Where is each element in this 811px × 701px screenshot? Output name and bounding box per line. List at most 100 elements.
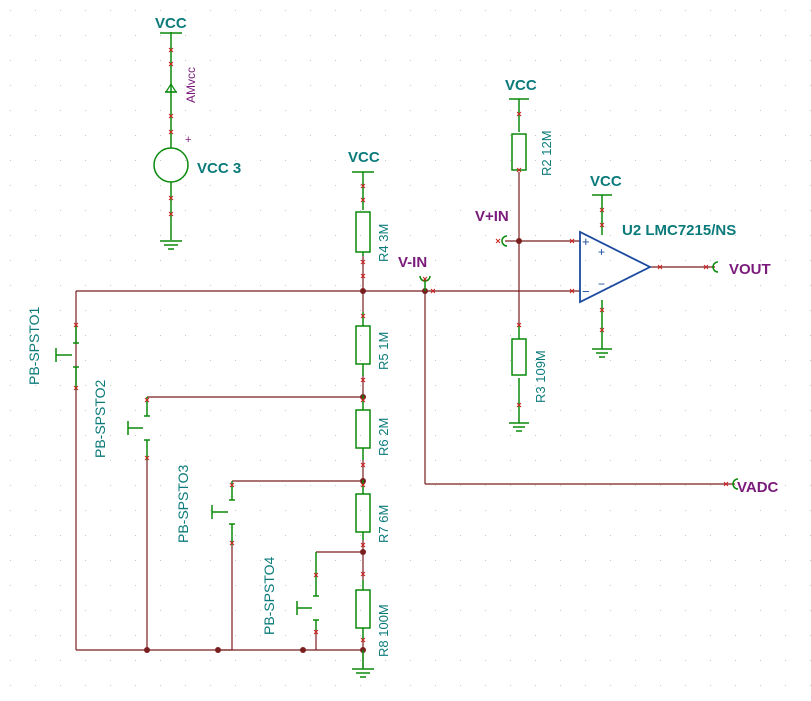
grid-dot xyxy=(535,160,536,161)
resistor-r5[interactable] xyxy=(355,325,371,365)
grid-dot xyxy=(210,185,211,186)
grid-dot xyxy=(610,510,611,511)
grid-dot xyxy=(310,360,311,361)
grid-dot xyxy=(510,310,511,311)
grid-dot xyxy=(760,10,761,11)
grid-dot xyxy=(410,485,411,486)
resistor-r8[interactable] xyxy=(355,589,371,629)
grid-dot xyxy=(660,435,661,436)
grid-dot xyxy=(760,410,761,411)
grid-dot xyxy=(10,685,11,686)
grid-dot xyxy=(35,210,36,211)
grid-dot xyxy=(535,35,536,36)
grid-dot xyxy=(185,460,186,461)
grid-dot xyxy=(435,160,436,161)
grid-dot xyxy=(735,685,736,686)
grid-dot xyxy=(660,10,661,11)
grid-dot xyxy=(85,185,86,186)
grid-dot xyxy=(260,260,261,261)
grid-dot xyxy=(260,60,261,61)
grid-dot xyxy=(35,460,36,461)
grid-dot xyxy=(160,485,161,486)
grid-dot xyxy=(360,285,361,286)
grid-dot xyxy=(460,610,461,611)
grid-dot xyxy=(335,560,336,561)
port-arc-vplus[interactable] xyxy=(501,235,508,247)
grid-dot xyxy=(160,260,161,261)
pin-marker-icon xyxy=(360,313,366,319)
grid-dot xyxy=(385,435,386,436)
pushbutton-switch-sw3[interactable] xyxy=(211,481,235,545)
grid-dot xyxy=(710,310,711,311)
grid-dot xyxy=(710,560,711,561)
pushbutton-switch-sw1[interactable] xyxy=(55,325,79,390)
grid-dot xyxy=(60,185,61,186)
grid-dot xyxy=(85,660,86,661)
grid-dot xyxy=(235,485,236,486)
grid-dot xyxy=(160,10,161,11)
grid-dot xyxy=(635,485,636,486)
port-arc-vout[interactable] xyxy=(712,261,719,273)
grid-dot xyxy=(735,60,736,61)
grid-dot xyxy=(710,460,711,461)
resistor-r7[interactable] xyxy=(355,493,371,533)
grid-dot xyxy=(285,660,286,661)
grid-dot xyxy=(335,160,336,161)
pushbutton-switch-sw4[interactable] xyxy=(296,552,319,630)
grid-dot xyxy=(560,385,561,386)
grid-dot xyxy=(760,535,761,536)
grid-dot xyxy=(410,160,411,161)
grid-dot xyxy=(610,85,611,86)
grid-dot xyxy=(660,660,661,661)
grid-dot xyxy=(360,10,361,11)
grid-dot xyxy=(635,635,636,636)
grid-dot xyxy=(685,435,686,436)
resistor-r6[interactable] xyxy=(355,409,371,449)
grid-dot xyxy=(85,535,86,536)
grid-dot xyxy=(160,510,161,511)
grid-dot xyxy=(535,60,536,61)
grid-dot xyxy=(410,35,411,36)
grid-dot xyxy=(635,435,636,436)
grid-dot xyxy=(385,135,386,136)
grid-dot xyxy=(785,510,786,511)
grid-dot xyxy=(60,360,61,361)
grid-dot xyxy=(310,610,311,611)
grid-dot xyxy=(60,510,61,511)
grid-dot xyxy=(360,435,361,436)
grid-dot xyxy=(410,235,411,236)
grid-dot xyxy=(510,510,511,511)
grid-dot xyxy=(110,635,111,636)
resistor-r4[interactable] xyxy=(355,211,371,253)
junctions xyxy=(144,238,522,653)
resistor-r3[interactable] xyxy=(511,338,527,376)
pin-marker-icon xyxy=(168,195,174,201)
grid-dot xyxy=(110,410,111,411)
grid-dot xyxy=(510,335,511,336)
grid-dot xyxy=(710,660,711,661)
grid-dot xyxy=(135,635,136,636)
grid-dot xyxy=(460,85,461,86)
grid-dot xyxy=(685,660,686,661)
opamp-u2[interactable] xyxy=(579,230,653,304)
grid-dot xyxy=(210,110,211,111)
grid-dot xyxy=(160,535,161,536)
resistor-r2[interactable] xyxy=(511,133,527,171)
grid-dot xyxy=(660,410,661,411)
grid-dot xyxy=(410,435,411,436)
grid-dot xyxy=(160,460,161,461)
pin-marker-icon xyxy=(360,259,366,265)
grid-dot xyxy=(510,35,511,36)
grid-dot xyxy=(235,285,236,286)
grid-dot xyxy=(535,685,536,686)
pin-marker-icon xyxy=(360,542,366,548)
grid-dot xyxy=(410,210,411,211)
pin-marker-icon xyxy=(360,197,366,203)
pin-marker-icon xyxy=(360,183,366,189)
grid-dot xyxy=(185,210,186,211)
pushbutton-switch-sw2[interactable] xyxy=(127,397,150,460)
grid-dot xyxy=(760,35,761,36)
grid-dot xyxy=(485,160,486,161)
grid-dot xyxy=(535,510,536,511)
port-arc-vadc[interactable] xyxy=(732,478,739,490)
